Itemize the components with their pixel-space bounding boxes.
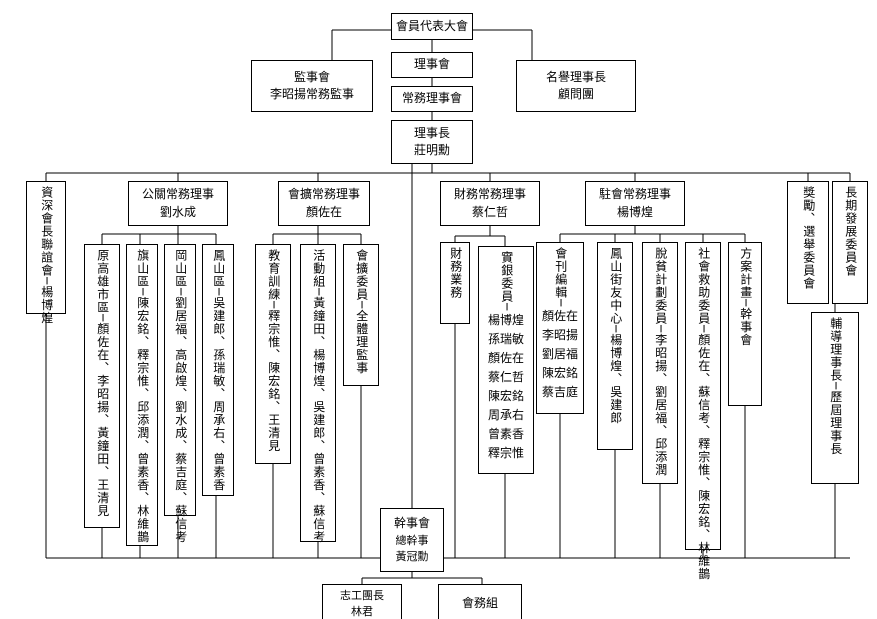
affairs-label: 會務組	[461, 596, 498, 611]
affairs-box: 會務組	[438, 584, 522, 619]
mentor-label: 輔導理事長─歷屆理事長	[828, 317, 843, 456]
fin-unit-bank-committee: 實銀委員─ 楊博煌 孫瑞敏 顏佐在 蔡仁哲 陳宏銘 周承右 曾素香 釋宗惟	[478, 246, 534, 474]
pr-unit-label: 鳳山區─吳建郎、孫瑞敏、周承右、曾素香	[211, 249, 226, 492]
volunteer-title: 志工團長	[340, 589, 384, 602]
pr-unit-qishan: 旗山區─陳宏銘、釋宗惟、邱添潤、曾素香、林維鵲	[126, 244, 158, 546]
res-unit-journal: 會刊編輯─ 顏佐在 李昭揚 劉居福 陳宏銘 蔡吉庭	[536, 242, 584, 414]
finance-title: 財務常務理事	[453, 187, 526, 202]
bank-member: 顏佐在	[487, 351, 524, 366]
exp-unit-activity: 活動組─黃鐘田、楊博煌、吳建郎、曾素香、蘇信考	[300, 244, 336, 544]
volunteer-box: 志工團長 林君	[322, 584, 402, 619]
standing-box: 常務理事會	[391, 86, 473, 112]
supervisors-name: 李昭揚常務監事	[269, 87, 354, 101]
pr-unit-fengshan: 鳳山區─吳建郎、孫瑞敏、周承右、曾素香	[202, 244, 234, 496]
exp-unit-label: 活動組─黃鐘田、楊博煌、吳建郎、曾素香、蘇信考	[311, 249, 326, 544]
expansion-name: 顏佐在	[305, 204, 342, 219]
journal-member: 顏佐在	[541, 309, 578, 324]
res-unit-label: 社會救助委員─顏佐在、蘇信考、釋宗惟、陳宏銘、林維鵲	[696, 247, 711, 581]
mentor-box: 輔導理事長─歷屆理事長	[811, 312, 859, 484]
res-unit-label: 脫貧計劃委員─李昭揚、劉居福、邱添潤	[653, 247, 668, 477]
fin-unit-business: 財務業務	[440, 242, 470, 324]
res-unit-label: 方案計畫─幹事會	[738, 247, 753, 347]
journal-member: 陳宏銘	[541, 366, 578, 381]
resident-title: 駐會常務理事	[598, 187, 671, 202]
assembly-label: 會員代表大會	[395, 18, 468, 33]
expansion-title: 會擴常務理事	[287, 187, 360, 202]
standing-label: 常務理事會	[401, 91, 462, 106]
finance-name: 蔡仁哲	[471, 204, 508, 219]
bank-committee-title: 實銀委員─	[499, 251, 514, 312]
res-unit-label: 鳳山街友中心─楊博煌、吳建郎	[608, 247, 623, 425]
public-relations-title: 公關常務理事	[141, 187, 214, 202]
journal-member: 李昭揚	[541, 328, 578, 343]
journal-title: 會刊編輯─	[553, 247, 568, 308]
pr-unit-label: 原高雄市區─顏佐在、李昭揚、黃鐘田、王清見	[95, 249, 110, 518]
finance-box: 財務常務理事 蔡仁哲	[440, 181, 540, 226]
board-label: 理事會	[413, 57, 450, 72]
longterm-box: 長期發展委員會	[832, 181, 868, 304]
pr-unit-label: 岡山區─劉居福、高啟煌、劉水成、蔡吉庭、蘇信考	[173, 249, 188, 544]
chairman-name: 莊明勳	[413, 143, 450, 157]
supervisors-title: 監事會	[293, 69, 330, 84]
exp-unit-committee: 會擴委員─全體理監事	[343, 244, 379, 386]
public-relations-box: 公關常務理事 劉水成	[128, 181, 228, 226]
journal-member: 蔡吉庭	[541, 385, 578, 400]
honorary-title: 名譽理事長	[545, 69, 606, 84]
chairman-title: 理事長	[413, 125, 450, 140]
secretariat-name: 黃冠勳	[395, 549, 429, 563]
public-relations-name: 劉水成	[159, 204, 196, 219]
res-unit-relief: 社會救助委員─顏佐在、蘇信考、釋宗惟、陳宏銘、林維鵲	[685, 242, 721, 581]
honorary-name: 顧問團	[557, 87, 594, 101]
journal-member: 劉居福	[541, 347, 578, 362]
council-box: 資深會長聯誼會─楊博煌	[26, 181, 66, 325]
exp-unit-label: 會擴委員─全體理監事	[354, 249, 369, 375]
expansion-box: 會擴常務理事 顏佐在	[278, 181, 370, 226]
res-unit-project: 方案計畫─幹事會	[728, 242, 762, 406]
exp-unit-training: 教育訓練─釋宗惟、陳宏銘、王清見	[255, 244, 291, 464]
bank-member: 釋宗惟	[487, 446, 524, 461]
longterm-label: 長期發展委員會	[843, 186, 858, 277]
res-unit-homeless: 鳳山街友中心─楊博煌、吳建郎	[597, 242, 633, 450]
res-unit-poverty: 脫貧計劃委員─李昭揚、劉居福、邱添潤	[642, 242, 678, 484]
secretariat-title: 幹事會	[393, 516, 430, 531]
pr-unit-gangshan: 岡山區─劉居福、高啟煌、劉水成、蔡吉庭、蘇信考	[164, 244, 196, 544]
secretariat-role: 總幹事	[395, 533, 429, 547]
resident-box: 駐會常務理事 楊博煌	[585, 181, 685, 226]
secretariat-box: 幹事會 總幹事 黃冠勳	[380, 508, 444, 572]
board-box: 理事會	[391, 52, 473, 78]
awards-box: 獎勵、選舉委員會	[787, 181, 829, 304]
exp-unit-label: 教育訓練─釋宗惟、陳宏銘、王清見	[266, 249, 281, 453]
pr-unit-kaohsiung: 原高雄市區─顏佐在、李昭揚、黃鐘田、王清見	[84, 244, 120, 528]
awards-label: 獎勵、選舉委員會	[801, 186, 816, 290]
honorary-box: 名譽理事長 顧問團	[516, 60, 636, 112]
bank-member: 楊博煌	[487, 313, 524, 328]
assembly-box: 會員代表大會	[391, 13, 473, 40]
council-label: 資深會長聯誼會─楊博煌	[39, 186, 54, 325]
resident-name: 楊博煌	[616, 204, 653, 219]
supervisors-box: 監事會 李昭揚常務監事	[251, 60, 373, 112]
bank-member: 曾素香	[487, 427, 524, 442]
bank-member: 孫瑞敏	[487, 332, 524, 347]
pr-unit-label: 旗山區─陳宏銘、釋宗惟、邱添潤、曾素香、林維鵲	[135, 249, 150, 544]
bank-member: 周承右	[487, 408, 524, 423]
bank-member: 蔡仁哲	[487, 370, 524, 385]
fin-unit-label: 財務業務	[448, 247, 463, 299]
volunteer-name: 林君	[351, 604, 373, 618]
bank-member: 陳宏銘	[487, 389, 524, 404]
chairman-box: 理事長 莊明勳	[391, 120, 473, 164]
